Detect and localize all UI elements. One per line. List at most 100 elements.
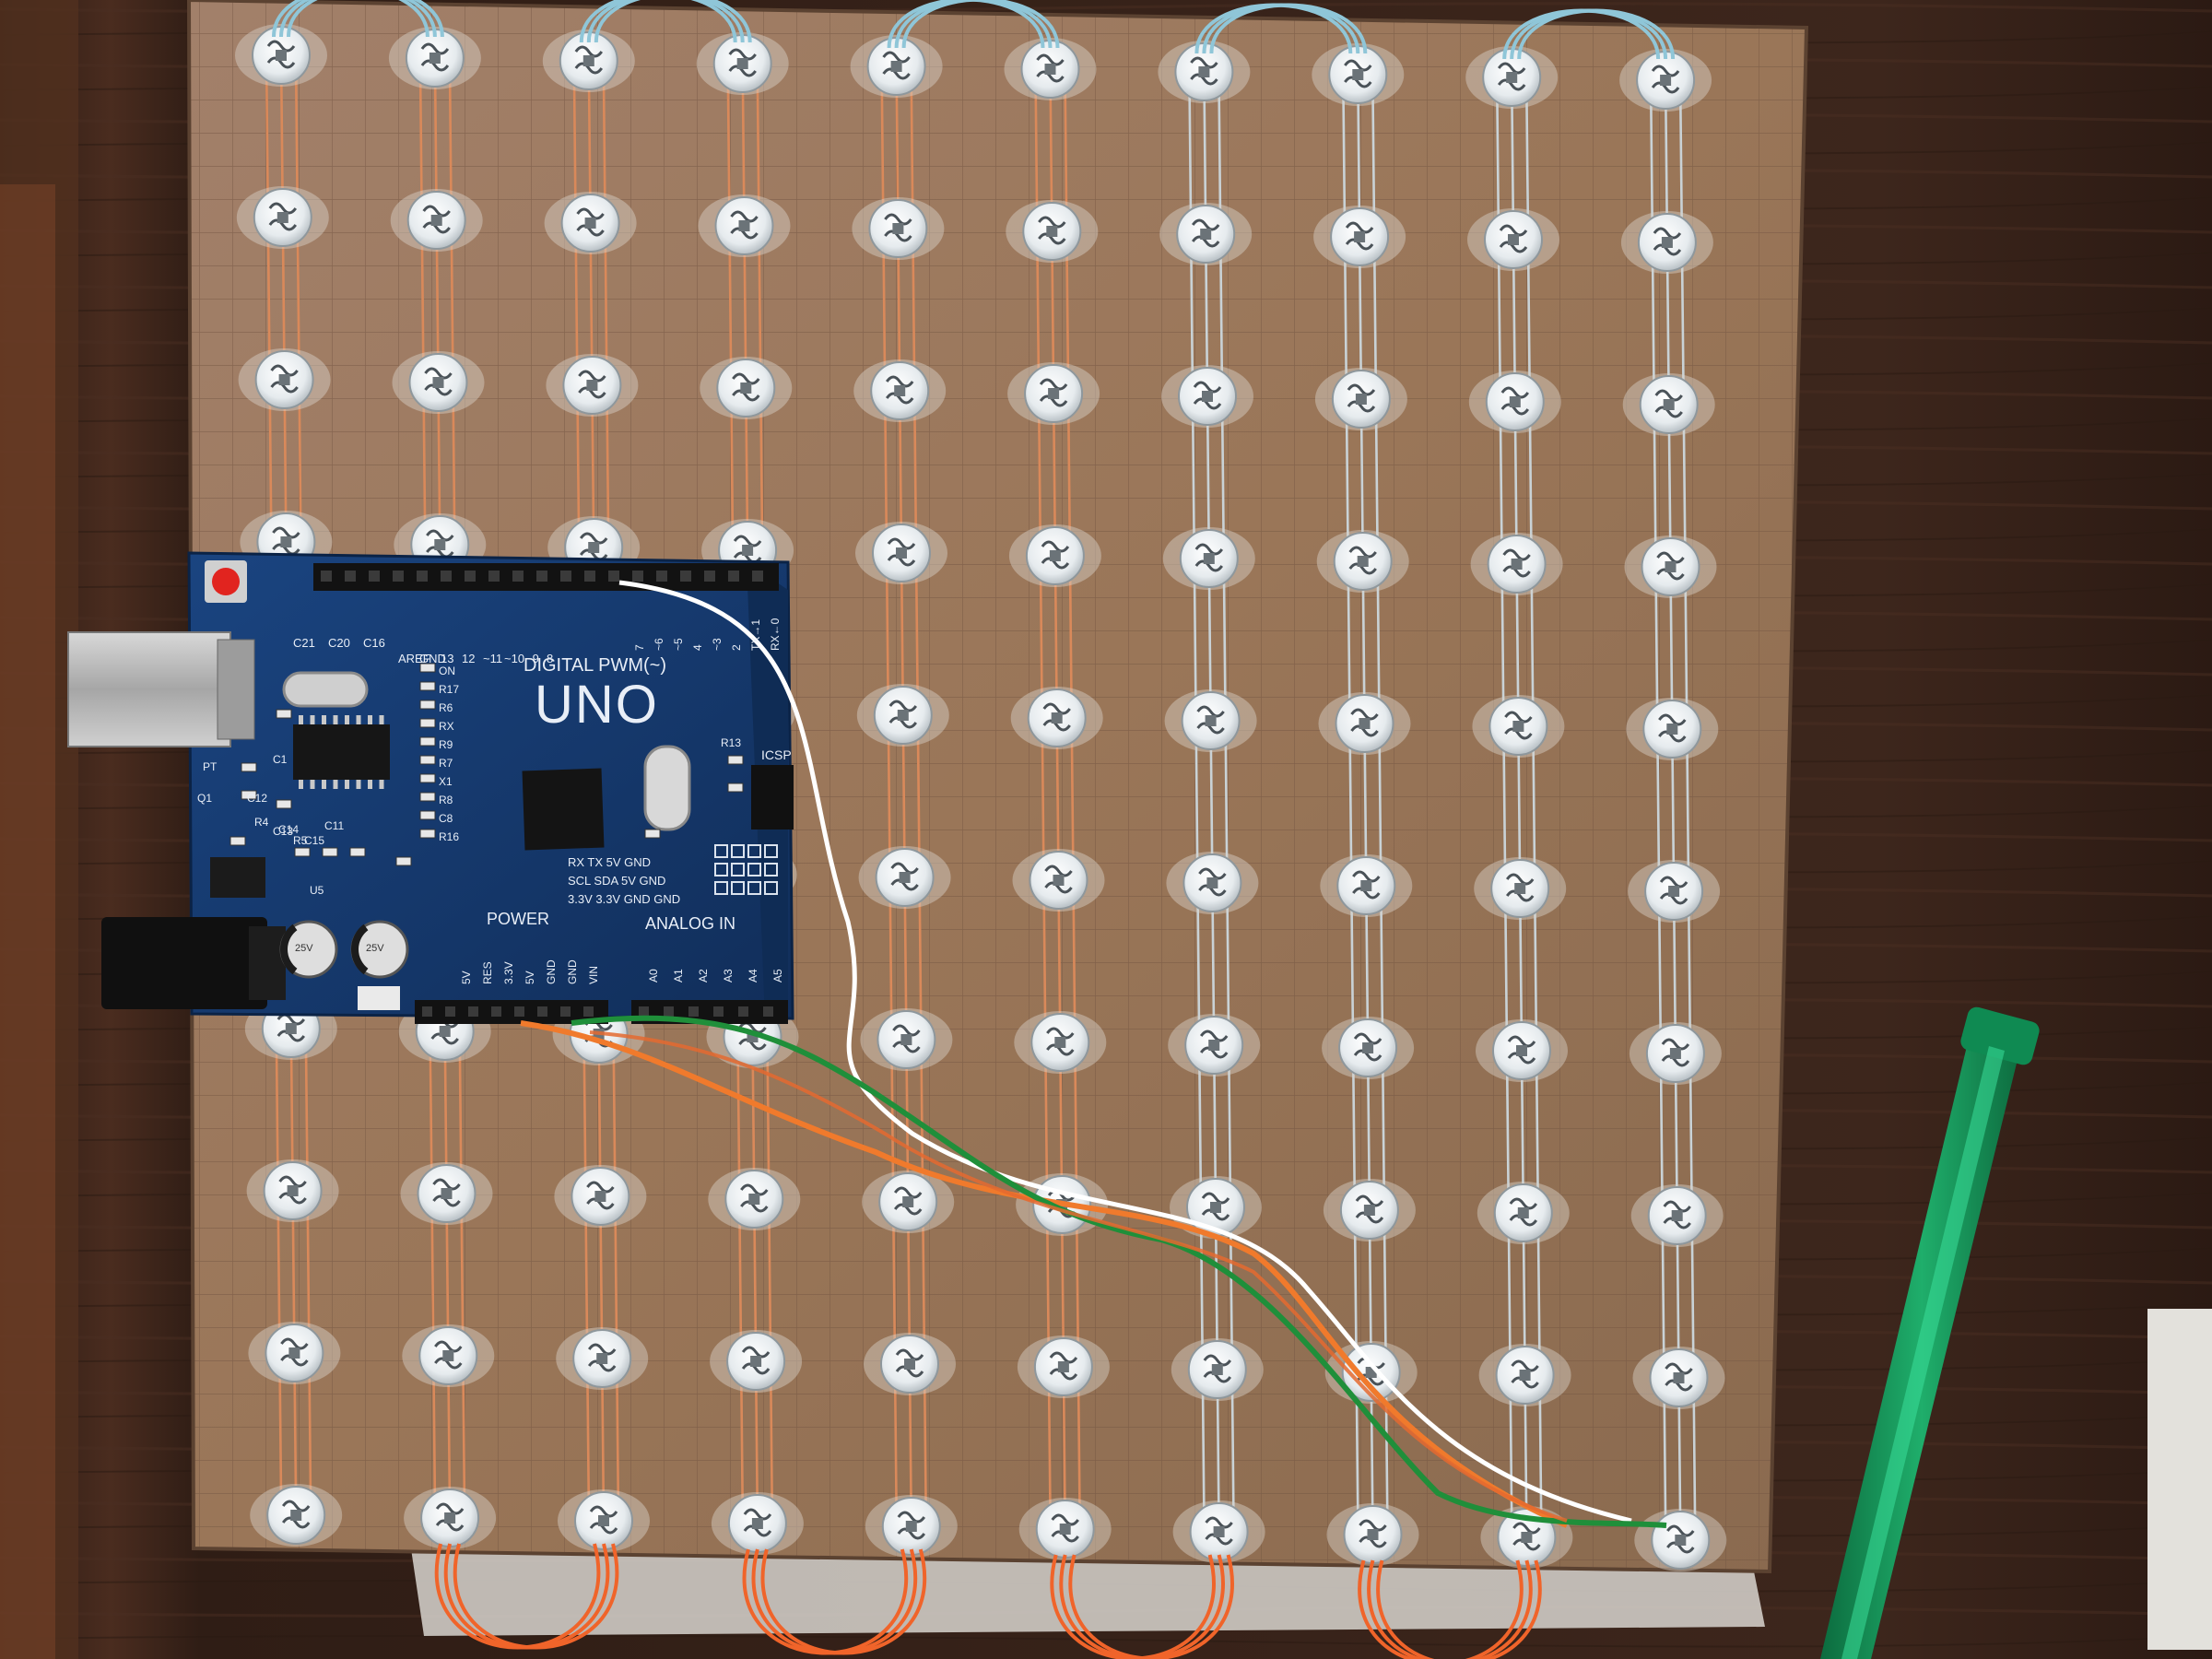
led-pixel [1018,1498,1112,1560]
led-pixel [1477,1182,1570,1244]
led-pixel [1161,365,1253,428]
led-pixel [250,1484,343,1547]
led-pixel [558,1489,650,1552]
led-pixel [392,351,485,414]
usb-serial-chip [293,724,390,780]
led-pixel [1166,852,1259,914]
column-wire [1495,76,1513,1538]
led-pixel [864,1333,956,1395]
led-pixel [1014,1011,1107,1074]
top-jumper-wire [1517,8,1676,60]
led-pixel [1326,1503,1419,1566]
led-pixel [1630,1184,1724,1247]
dc-power-jack [101,917,267,1009]
top-jumper-wire [586,0,745,43]
top-jumper-wire [287,0,444,38]
atmega-chip [522,768,605,851]
led-pixel [238,348,331,411]
led-pixel [1164,689,1257,752]
led-pixel [1159,203,1253,265]
column-wire [1357,74,1374,1535]
top-jumper-wire [901,0,1060,49]
led-pixel [400,1162,493,1225]
bottom-jumper-wire [1358,1559,1524,1659]
led-pixel [1316,530,1409,593]
crystal-oscillator [282,671,369,708]
led-pixel [1628,860,1721,923]
led-pixel [1472,695,1565,758]
led-pixel [862,1171,955,1233]
column-wire [1049,68,1066,1530]
led-pixel [1010,687,1103,749]
led-pixel [542,29,635,92]
led-pixel [402,1324,495,1387]
led-pixel [1004,38,1097,100]
led-pixel [708,1168,801,1230]
top-jumper-wire [887,0,1045,49]
column-wire [1034,68,1052,1530]
led-pixel [858,846,951,909]
led-pixel [1312,43,1405,106]
led-pixel [710,1330,803,1393]
led-pixel [1313,206,1406,268]
bottom-jumper-wire [1376,1559,1542,1659]
led-pixel [1619,49,1712,112]
led-pixel [1622,373,1715,436]
led-pixel [850,35,943,98]
led-pixel [236,186,329,249]
column-wire [1524,76,1543,1538]
top-jumper-wire [279,0,437,38]
led-pixel [1006,200,1099,263]
led-pixel [1323,1179,1416,1241]
led-pixel [1007,362,1100,425]
led-matrix [235,24,1727,1571]
column-wire [1188,71,1206,1533]
usb-b-connector [67,631,231,747]
led-pixel [1634,1509,1727,1571]
column-wire [1510,76,1528,1538]
column-wire [910,65,928,1527]
arduino-uno-board [67,551,794,1024]
led-pixel [1017,1335,1110,1398]
signal-wires [520,580,1667,1528]
led-pixel [1467,208,1559,271]
column-wire [1064,68,1081,1530]
led-pixel [544,192,637,254]
column-wire [895,65,913,1527]
column-wire [880,65,899,1527]
bottom-jumper-wire [760,1548,927,1655]
led-pixel [390,189,483,252]
led-pixel [1624,535,1717,598]
led-pixel [235,24,327,87]
led-pixel [698,194,791,257]
led-pixel [1468,371,1561,433]
led-pixel [711,1492,804,1555]
led-pixel [1162,527,1255,590]
column-wire [1342,74,1359,1535]
top-jumper-wire [894,0,1053,49]
led-pixel [1318,692,1411,755]
bottom-jumper-wire [453,1543,619,1650]
table-edge-left [0,0,78,1659]
led-pixel [865,1495,958,1558]
led-pixel [1314,368,1407,430]
led-pixel [700,357,793,419]
column-wire [1649,79,1667,1541]
led-pixel [696,32,789,95]
led-pixel [388,27,481,89]
column-wire [1371,74,1389,1535]
led-pixel [1478,1344,1571,1406]
led-pixel [248,1322,341,1384]
led-pixel [1474,857,1567,920]
led-pixel [1620,211,1713,274]
top-jumper-wire [272,0,429,38]
led-pixel [1320,854,1413,917]
led-pixel [1322,1017,1415,1079]
pen-cap-clip [1960,1006,2040,1065]
led-pixel [1168,1014,1261,1077]
led-pixel [1012,849,1105,912]
led-pixel [855,522,947,584]
led-pixel [853,359,947,422]
led-pixel [1476,1019,1568,1082]
led-pixel [856,684,949,747]
